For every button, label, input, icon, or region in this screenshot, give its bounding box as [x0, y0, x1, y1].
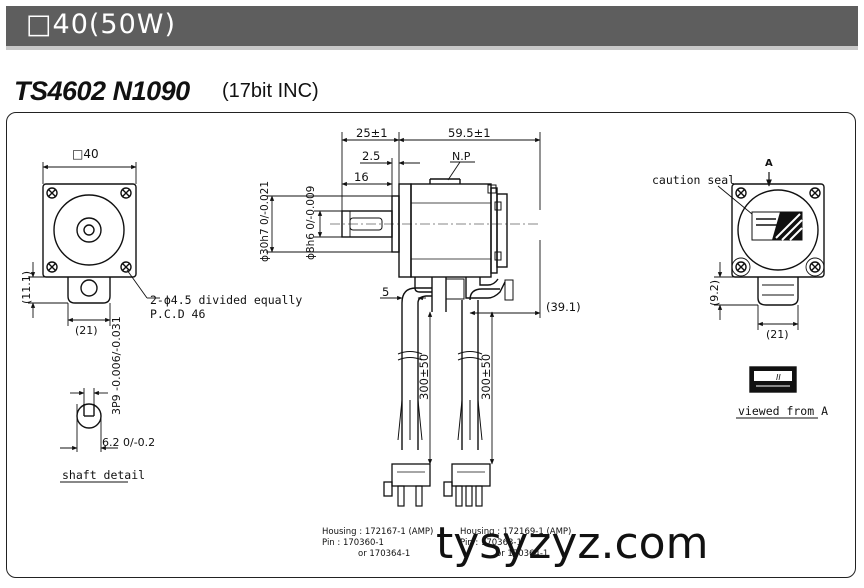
dim-39-1: (39.1) — [546, 300, 581, 314]
left-housing-note: Housing : 172167-1 (AMP) — [322, 527, 433, 537]
front-flange — [42, 183, 137, 278]
shaft-depth-dim: 6.2 0/-0.2 — [102, 436, 155, 449]
front-dim-width: (21) — [75, 324, 98, 337]
connector-right-icon — [443, 463, 491, 507]
front-dim-height: (11.1) — [20, 271, 33, 304]
view-arrow-label: A — [765, 158, 773, 169]
right-pin-alt-note: or 170364-1 — [496, 549, 548, 559]
nameplate-label: N.P — [452, 150, 471, 163]
dim-body-length: 59.5±1 — [448, 126, 491, 140]
shaft-detail-view — [60, 388, 128, 483]
model-name: TS4602 N1090 — [14, 76, 190, 106]
dim-pilot-diameter: ϕ30h7 0/-0.021 — [259, 181, 271, 262]
shaft-detail-label: shaft detail — [62, 468, 145, 482]
mount-hole-icon — [46, 187, 132, 273]
dim-shaft-diameter: ϕ8h6 0/-0.009 — [305, 186, 317, 260]
rear-flange — [731, 183, 825, 278]
caution-seal-icon — [751, 211, 803, 241]
hole-note-line1: 2-ϕ4.5 divided equally — [150, 293, 302, 307]
viewed-from-label: viewed from A — [738, 404, 828, 418]
cable-length-left: 300±50 — [417, 354, 431, 400]
section-banner — [6, 6, 858, 46]
rear-dim-width: (21) — [766, 328, 789, 341]
cable-length-right: 300±50 — [479, 354, 493, 400]
shaft-key-dim: 3P9 -0.006/-0.031 — [110, 316, 123, 415]
svg-text:II: II — [776, 373, 781, 382]
model-suffix: (17bit INC) — [222, 80, 319, 102]
right-housing-note: Housing : 172169-1 (AMP) — [460, 527, 571, 537]
label-plate-icon: II — [749, 366, 797, 393]
rear-mount-hole-icon — [731, 187, 825, 277]
banner-shadow — [6, 46, 858, 50]
watermark-text: tysyzyz.com — [436, 518, 709, 569]
dim-flange-length: 25±1 — [356, 126, 388, 140]
left-pin-alt-note: or 170364-1 — [358, 549, 410, 559]
dim-16: 16 — [354, 170, 369, 184]
hole-note-line2: P.C.D 46 — [150, 307, 205, 321]
dim-5: 5 — [382, 285, 389, 299]
caution-seal-label: caution seal — [652, 173, 735, 187]
rear-view: II — [714, 172, 825, 419]
dim-2-5: 2.5 — [362, 149, 380, 163]
front-view — [28, 162, 160, 326]
banner-title: □40(50W) — [26, 9, 176, 40]
right-pin-note: Pin : 170363-1 — [460, 538, 522, 548]
rear-dim-height: (9.2) — [708, 280, 721, 306]
front-flange-size: □40 — [72, 147, 99, 161]
connector-left-icon — [383, 463, 431, 507]
left-pin-note: Pin : 170360-1 — [322, 538, 384, 548]
drawing-frame — [6, 112, 856, 578]
side-view — [266, 132, 541, 507]
